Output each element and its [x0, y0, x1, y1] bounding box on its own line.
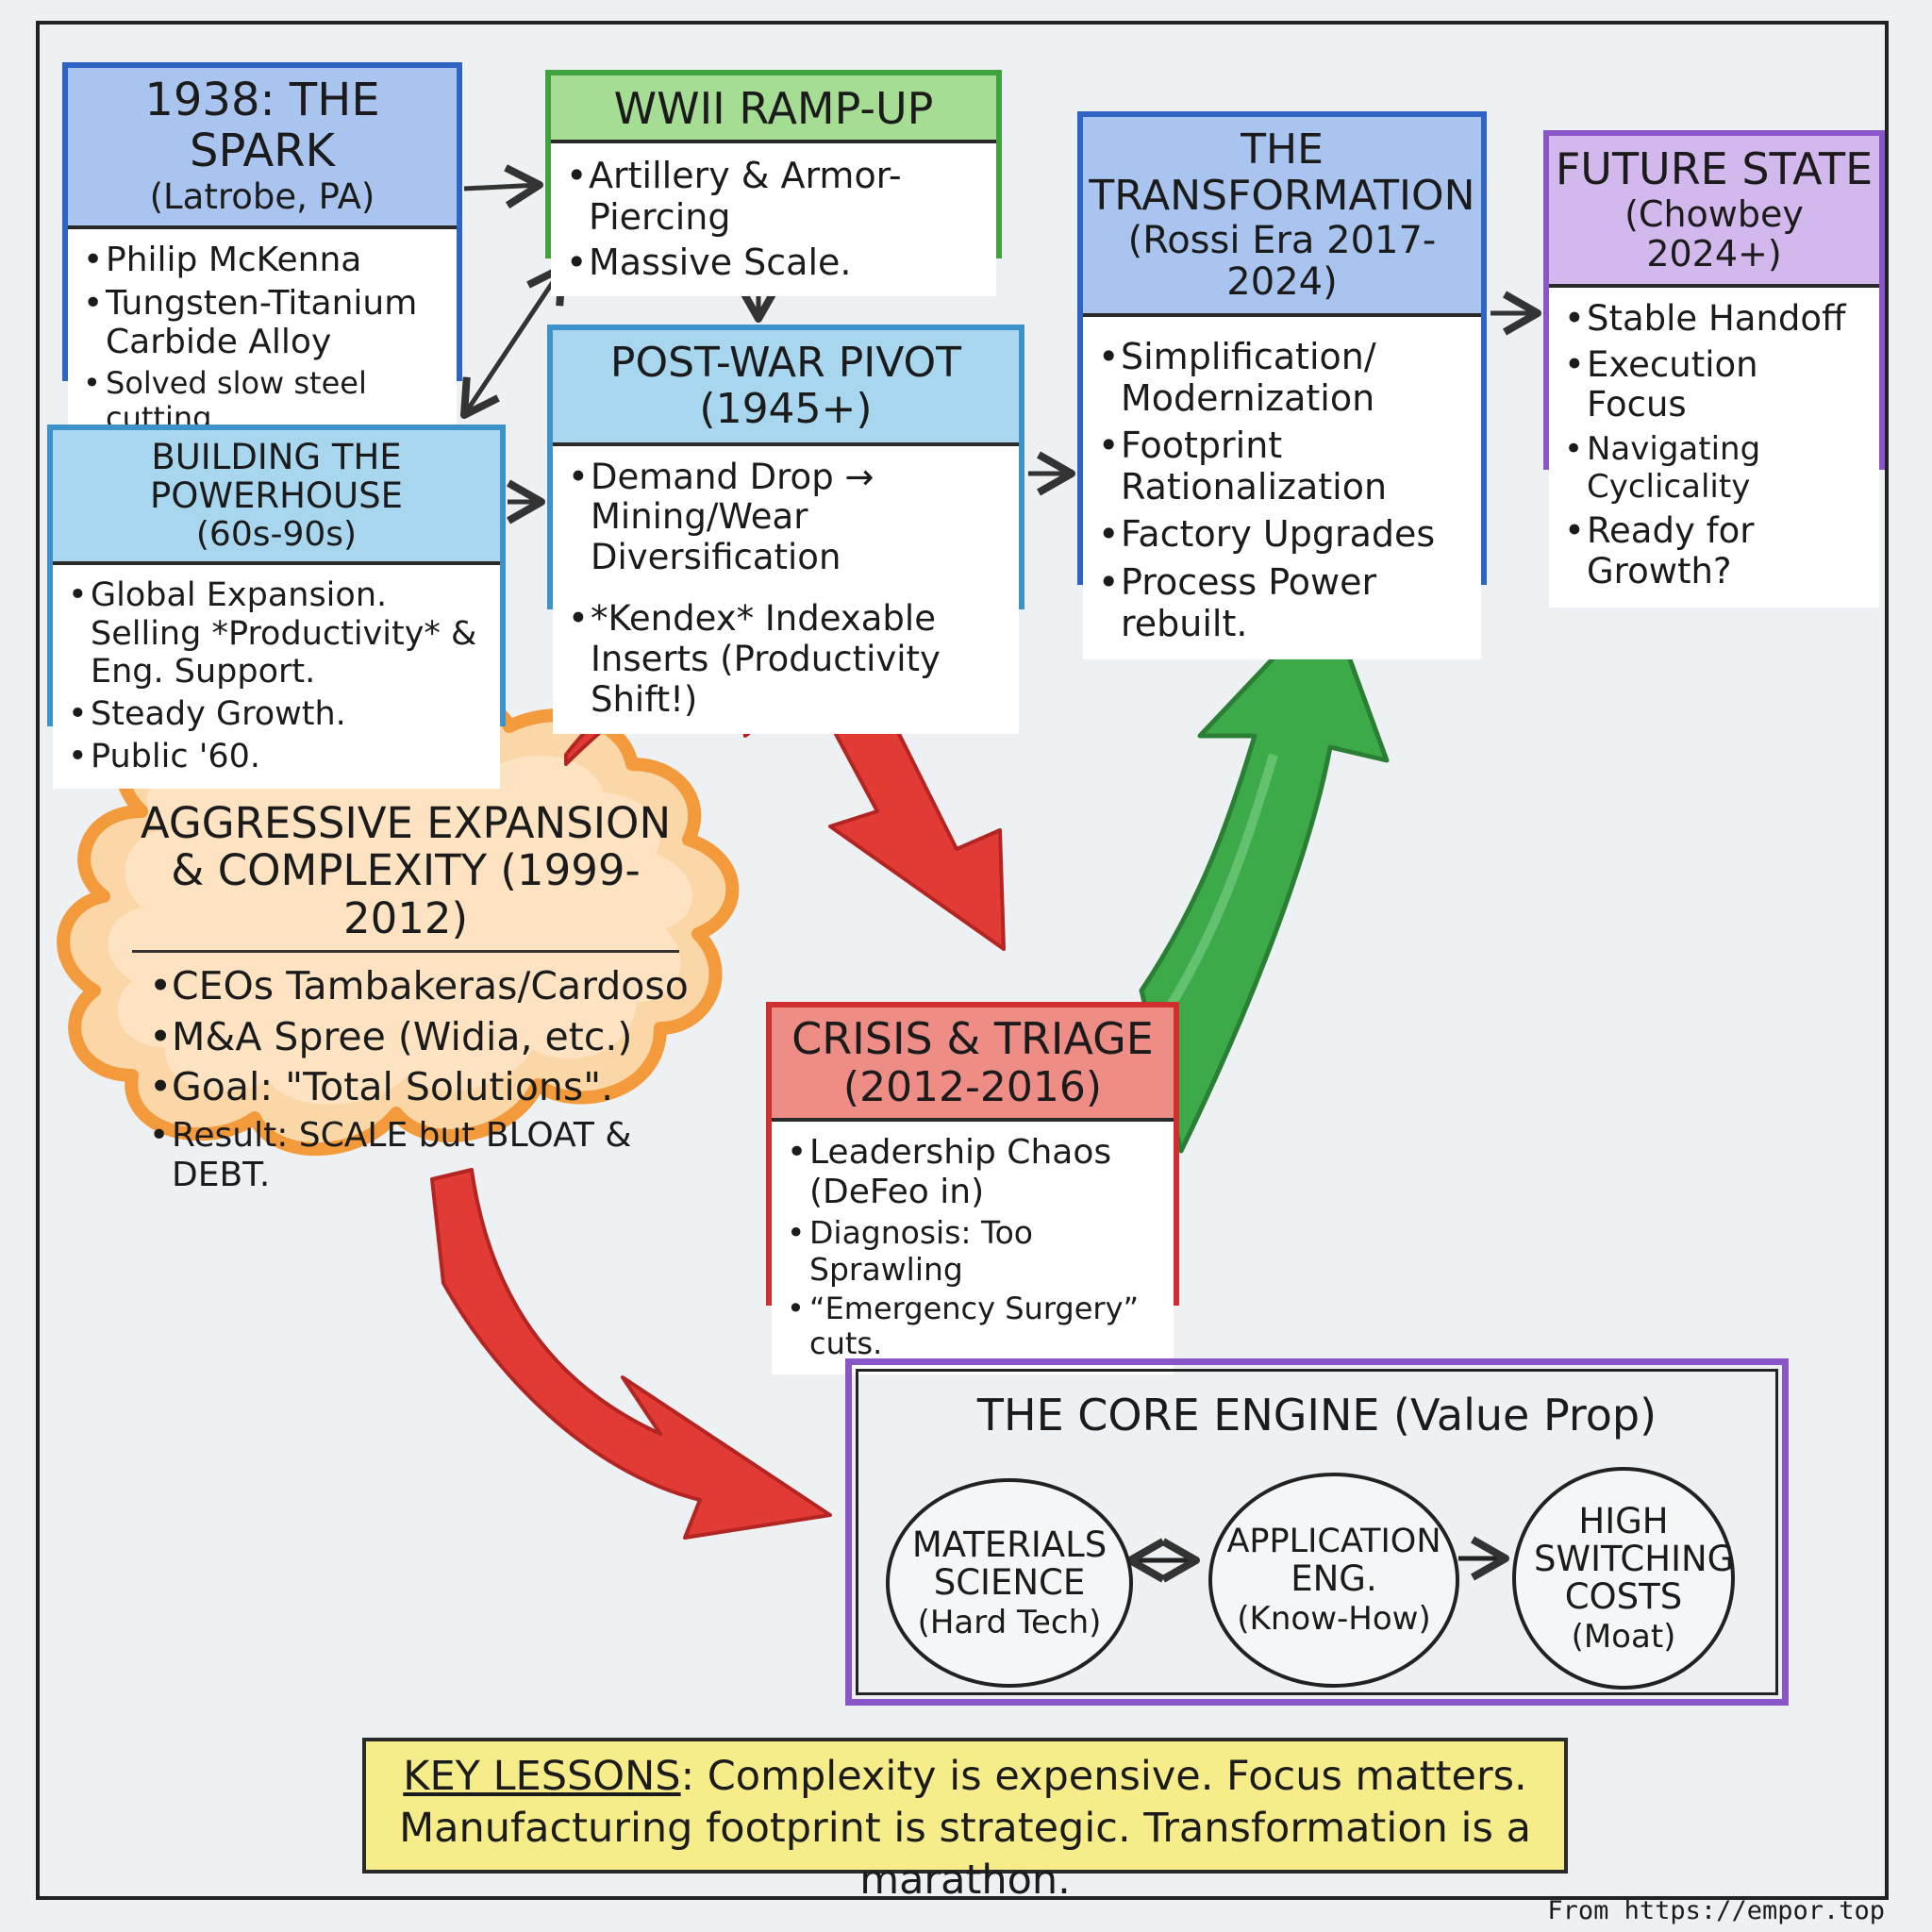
powerhouse-subtitle: (60s-90s) — [195, 514, 358, 554]
application-eng-node: APPLICATION ENG. (Know-How) — [1208, 1473, 1459, 1688]
node-note: (Know-How) — [1237, 1599, 1431, 1638]
node-label: MATERIALS — [911, 1524, 1108, 1565]
list-item: Process Power rebuilt. — [1096, 561, 1470, 644]
list-item: Global Expansion. Selling *Productivity*… — [66, 576, 489, 691]
transformation-list: Simplification/ Modernization Footprint … — [1096, 336, 1470, 644]
future-title: FUTURE STATE — [1555, 143, 1874, 194]
list-item: CEOs Tambakeras/Cardoso — [147, 964, 698, 1009]
future-list: Stable Handoff Execution Focus Navigatin… — [1562, 298, 1868, 592]
spark-list: Philip McKenna Tungsten-Titanium Carbide… — [81, 241, 445, 436]
list-item: Diagnosis: Too Sprawling — [785, 1215, 1162, 1288]
postwar-title: POST-WAR PIVOT (1945+) — [609, 339, 962, 434]
wwii-box: WWII RAMP-UP Artillery & Armor-Piercing … — [545, 70, 1002, 296]
future-box: FUTURE STATE (Chowbey 2024+) Stable Hand… — [1543, 130, 1885, 608]
core-engine-title: THE CORE ENGINE (Value Prop) — [976, 1390, 1657, 1441]
crisis-title: CRISIS & TRIAGE — [791, 1013, 1154, 1064]
list-item: Demand Drop → Mining/Wear Diversificatio… — [566, 457, 1008, 579]
wwii-list: Artillery & Armor-Piercing Massive Scale… — [564, 155, 985, 283]
list-item: Steady Growth. — [66, 695, 489, 734]
list-item: Navigating Cyclicality — [1562, 431, 1868, 506]
crisis-subtitle: (2012-2016) — [842, 1062, 1103, 1111]
postwar-list: Demand Drop → Mining/Wear Diversificatio… — [566, 457, 1008, 721]
list-item: Leadership Chaos (DeFeo in) — [785, 1133, 1162, 1212]
expansion-cloud: AGGRESSIVE EXPANSION & COMPLEXITY (1999-… — [113, 798, 698, 1200]
spark-header: 1938: THE SPARK (Latrobe, PA) — [68, 68, 457, 229]
list-item: Artillery & Armor-Piercing — [564, 155, 985, 238]
node-label: SCIENCE — [933, 1561, 1086, 1603]
expansion-list: CEOs Tambakeras/Cardoso M&A Spree (Widia… — [113, 964, 698, 1194]
list-item: Philip McKenna — [81, 241, 445, 280]
spark-title: 1938: THE SPARK — [144, 74, 380, 177]
node-note: (Hard Tech) — [917, 1603, 1102, 1641]
list-item: Footprint Rationalization — [1096, 425, 1470, 508]
list-item: Tungsten-Titanium Carbide Alloy — [81, 284, 445, 363]
transformation-box: THE TRANSFORMATION (Rossi Era 2017-2024)… — [1077, 111, 1487, 659]
key-lessons-text1: : Complexity is expensive. Focus matters… — [680, 1753, 1527, 1800]
expansion-title-line2: & COMPLEXITY (1999-2012) — [171, 845, 641, 943]
spark-box: 1938: THE SPARK (Latrobe, PA) Philip McK… — [62, 62, 462, 450]
list-item: Stable Handoff — [1562, 298, 1868, 340]
list-item: M&A Spree (Widia, etc.) — [147, 1014, 698, 1060]
node-note: (Moat) — [1571, 1617, 1676, 1656]
list-item: Goal: "Total Solutions". — [147, 1065, 698, 1110]
future-subtitle: (Chowbey 2024+) — [1624, 192, 1804, 275]
key-lessons-banner: KEY LESSONS: Complexity is expensive. Fo… — [362, 1738, 1568, 1904]
list-item: Result: SCALE but BLOAT & DEBT. — [147, 1116, 698, 1195]
powerhouse-list: Global Expansion. Selling *Productivity*… — [66, 576, 489, 775]
node-label: APPLICATION — [1226, 1522, 1441, 1560]
transformation-title: THE TRANSFORMATION — [1089, 125, 1475, 221]
node-label: HIGH — [1578, 1500, 1669, 1541]
materials-science-node: MATERIALS SCIENCE (Hard Tech) — [886, 1478, 1133, 1688]
wwii-title: WWII RAMP-UP — [613, 83, 934, 134]
list-item: Simplification/ Modernization — [1096, 336, 1470, 419]
core-engine-box: THE CORE ENGINE (Value Prop) MATERIALS S… — [845, 1358, 1789, 1706]
list-item: Public '60. — [66, 738, 489, 776]
key-lessons-label: KEY LESSONS — [403, 1753, 681, 1800]
expansion-title: AGGRESSIVE EXPANSION & COMPLEXITY (1999-… — [132, 798, 679, 954]
list-item: Factory Upgrades — [1096, 513, 1470, 555]
source-credit: From https://empor.top — [1547, 1896, 1885, 1925]
key-lessons-line2: Manufacturing footprint is strategic. Tr… — [399, 1805, 1531, 1905]
key-lessons-line1: KEY LESSONS: Complexity is expensive. Fo… — [366, 1751, 1564, 1803]
list-item: Massive Scale. — [564, 242, 985, 283]
postwar-box: POST-WAR PIVOT (1945+) Demand Drop → Min… — [547, 325, 1024, 734]
diagram-frame — [36, 21, 1889, 1900]
list-item: Ready for Growth? — [1562, 510, 1868, 592]
crisis-box: CRISIS & TRIAGE (2012-2016) Leadership C… — [766, 1002, 1179, 1375]
node-label: SWITCHING COSTS — [1534, 1538, 1735, 1617]
spark-subtitle: (Latrobe, PA) — [149, 175, 375, 217]
crisis-list: Leadership Chaos (DeFeo in) Diagnosis: T… — [785, 1133, 1162, 1361]
powerhouse-title: BUILDING THE POWERHOUSE — [150, 437, 403, 517]
list-item: *Kendex* Indexable Inserts (Productivity… — [566, 598, 1008, 721]
node-label: ENG. — [1291, 1557, 1377, 1599]
powerhouse-box: BUILDING THE POWERHOUSE (60s-90s) Global… — [47, 425, 506, 790]
expansion-title-line1: AGGRESSIVE EXPANSION — [140, 798, 672, 848]
transformation-subtitle: (Rossi Era 2017-2024) — [1127, 218, 1437, 305]
switching-costs-node: HIGH SWITCHING COSTS (Moat) — [1512, 1467, 1735, 1690]
list-item: “Emergency Surgery” cuts. — [785, 1291, 1162, 1361]
list-item: Execution Focus — [1562, 344, 1868, 426]
